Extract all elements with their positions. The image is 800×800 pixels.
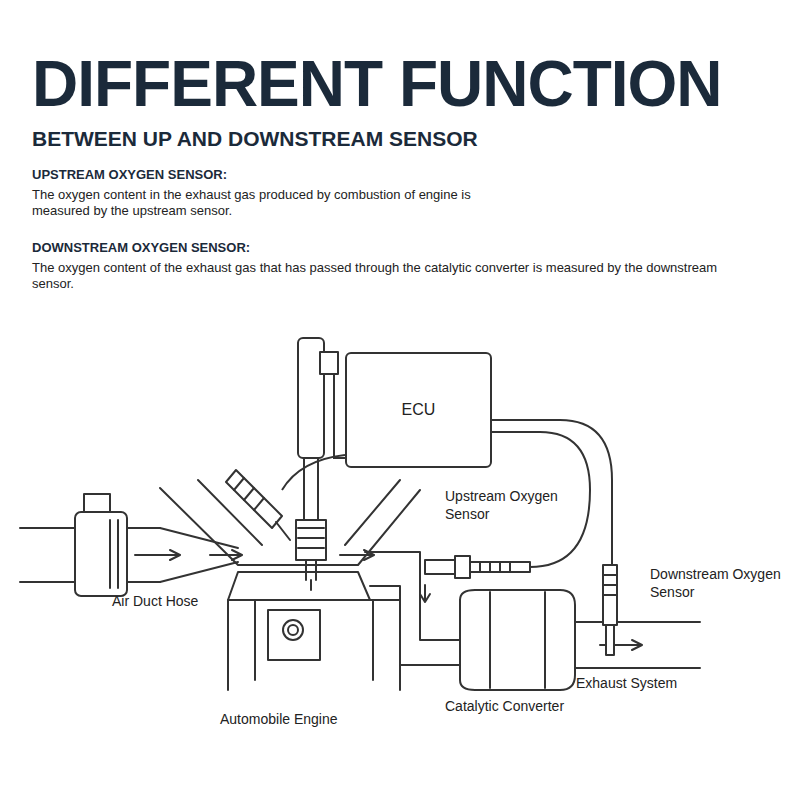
air-flow-sensor [75, 512, 127, 596]
converter-seams [490, 592, 545, 688]
sensor-grip [480, 562, 510, 572]
sensor-grip [603, 575, 617, 595]
flow-arrows [135, 550, 374, 560]
part-label: Air Duct Hose [112, 593, 252, 611]
part-label: Exhaust System [576, 675, 776, 693]
tailpipe [575, 622, 700, 668]
title: DIFFERENT FUNCTION [32, 52, 722, 116]
coil-wire [334, 374, 345, 458]
upstream-sensor-body [425, 556, 530, 578]
catalytic-converter [460, 590, 575, 690]
part-label: Catalytic Converter [445, 698, 645, 716]
combustion-chamber [228, 572, 370, 600]
valve-ports [198, 480, 400, 545]
section-heading: DOWNSTREAM OXYGEN SENSOR: [32, 240, 632, 256]
spark-plug [296, 458, 326, 590]
part-label: Automobile Engine [220, 711, 420, 729]
piston-pin [283, 620, 303, 640]
piston-pin-inner [288, 625, 298, 635]
exhaust-arrow [420, 585, 430, 602]
part-label: Upstream Oxygen Sensor [445, 488, 585, 523]
box-label: ECU [402, 401, 436, 419]
engine-block [228, 600, 400, 690]
control-unit-box: ECU [345, 352, 492, 468]
fuel-injector [226, 470, 282, 528]
cylinder-walls [255, 600, 373, 680]
subtitle: BETWEEN UP AND DOWNSTREAM SENSOR [32, 126, 732, 152]
section-heading: UPSTREAM OXYGEN SENSOR: [32, 167, 632, 183]
part-label: Downstream Oxygen Sensor [650, 566, 795, 601]
section-text: The oxygen content in the exhaust gas pr… [32, 187, 512, 220]
sensor-ribs [110, 520, 118, 588]
plug-thread [298, 528, 324, 548]
sensor-plug [84, 494, 110, 512]
injector-wire [282, 455, 345, 490]
piston [268, 610, 320, 660]
downstream-sensor-body [603, 565, 617, 655]
section-text: The oxygen content of the exhaust gas th… [32, 260, 732, 293]
injector-bands [234, 478, 290, 540]
coil-connector [320, 352, 338, 374]
cylinder-head [160, 488, 420, 565]
